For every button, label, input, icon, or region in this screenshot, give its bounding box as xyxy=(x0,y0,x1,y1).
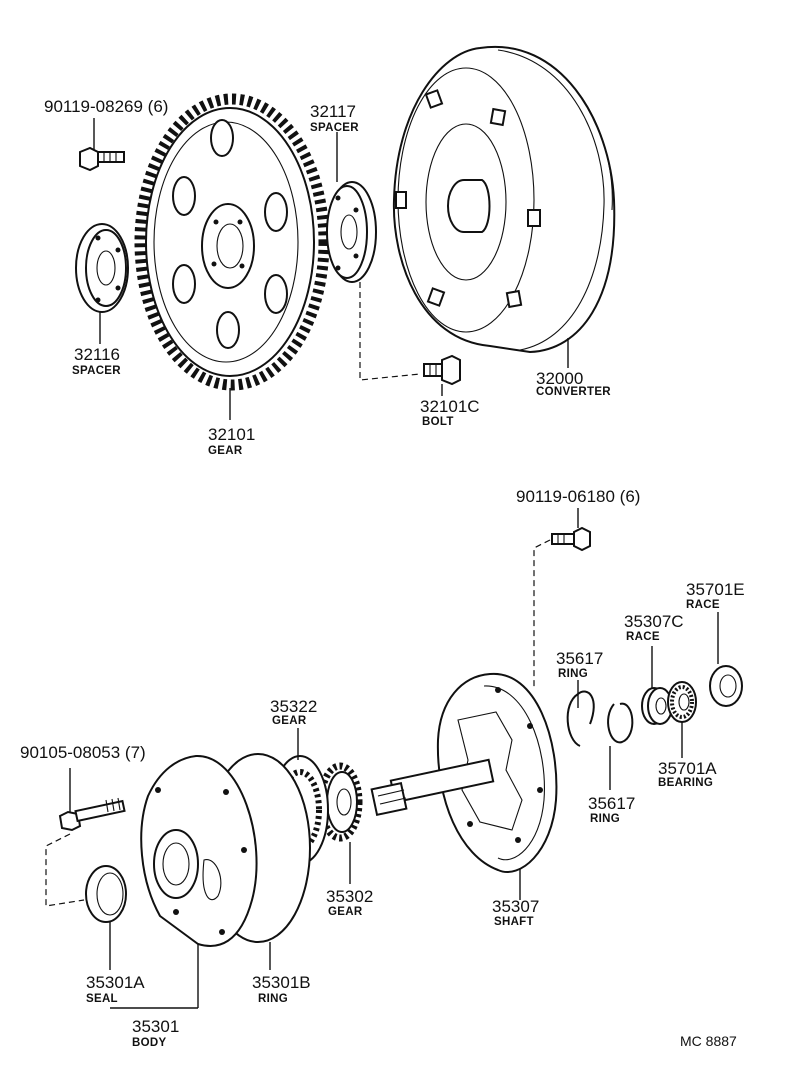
label-converter-32000-number: 32000 xyxy=(536,369,583,388)
label-bolt-32101c-number: 32101C xyxy=(420,397,480,416)
label-bolt-90105-08053-number: 90105-08053 (7) xyxy=(20,743,146,762)
label-ring-35617-upper-number: 35617 xyxy=(556,649,603,668)
bolt-90119-08269-drawing xyxy=(79,146,125,172)
label-body-35301-name: BODY xyxy=(132,1037,166,1049)
label-ring-35617-lower-number: 35617 xyxy=(588,794,635,813)
label-spacer-32117-number: 32117 xyxy=(310,102,356,121)
label-bearing-35701a-number: 35701A xyxy=(658,759,717,778)
diagram-code: MC 8887 xyxy=(680,1033,737,1049)
label-race-35307c-number: 35307C xyxy=(624,612,684,631)
shaft-35307-drawing xyxy=(370,672,558,873)
spacer-32116-drawing xyxy=(75,223,129,313)
label-gear-32101-number: 32101 xyxy=(208,425,255,444)
ring-35617-upper-drawing xyxy=(566,690,595,747)
label-body-35301-number: 35301 xyxy=(132,1017,179,1036)
bolt-90105-08053-drawing xyxy=(58,797,126,832)
label-gear-35322-number: 35322 xyxy=(270,697,317,716)
label-ring-35301b-number: 35301B xyxy=(252,973,311,992)
label-seal-35301a-name: SEAL xyxy=(86,993,118,1005)
race-35307c-drawing xyxy=(641,687,673,725)
label-ring-35617-upper-name: RING xyxy=(558,668,588,680)
label-ring-35301b-name: RING xyxy=(258,993,288,1005)
body-35301-drawing xyxy=(140,753,311,947)
label-race-35307c-name: RACE xyxy=(626,631,660,643)
label-race-35701e-number: 35701E xyxy=(686,580,745,599)
label-bolt-90119-08269-number: 90119-08269 (6) xyxy=(44,97,168,116)
spacer-32117-drawing xyxy=(326,181,377,283)
label-spacer-32116-number: 32116 xyxy=(74,345,120,364)
label-shaft-35307-name: SHAFT xyxy=(494,916,534,928)
seal-35301a-drawing xyxy=(85,865,127,923)
label-converter-32000-name: CONVERTER xyxy=(536,386,611,398)
label-gear-32101-name: GEAR xyxy=(208,445,243,457)
label-gear-35322-name: GEAR xyxy=(272,715,307,727)
bolt-32101c-drawing xyxy=(423,354,461,386)
gear-32101-drawing xyxy=(134,93,330,391)
bolt-90119-06180-drawing xyxy=(551,526,591,552)
label-shaft-35307-number: 35307 xyxy=(492,897,539,916)
label-bolt-90119-06180-number: 90119-06180 (6) xyxy=(516,487,640,506)
label-race-35701e-name: RACE xyxy=(686,599,720,611)
ring-35617-lower-drawing xyxy=(607,702,634,744)
label-ring-35617-lower-name: RING xyxy=(590,813,620,825)
label-gear-35302-name: GEAR xyxy=(328,906,363,918)
label-seal-35301a-number: 35301A xyxy=(86,973,145,992)
converter-32000-drawing xyxy=(392,45,616,354)
label-bolt-32101c-name: BOLT xyxy=(422,416,454,428)
bearing-35701a-drawing xyxy=(667,681,697,723)
label-gear-35302-number: 35302 xyxy=(326,887,373,906)
label-spacer-32116-name: SPACER xyxy=(72,365,121,377)
label-bearing-35701a-name: BEARING xyxy=(658,777,713,789)
race-35701e-drawing xyxy=(709,665,743,707)
label-spacer-32117-name: SPACER xyxy=(310,122,359,134)
